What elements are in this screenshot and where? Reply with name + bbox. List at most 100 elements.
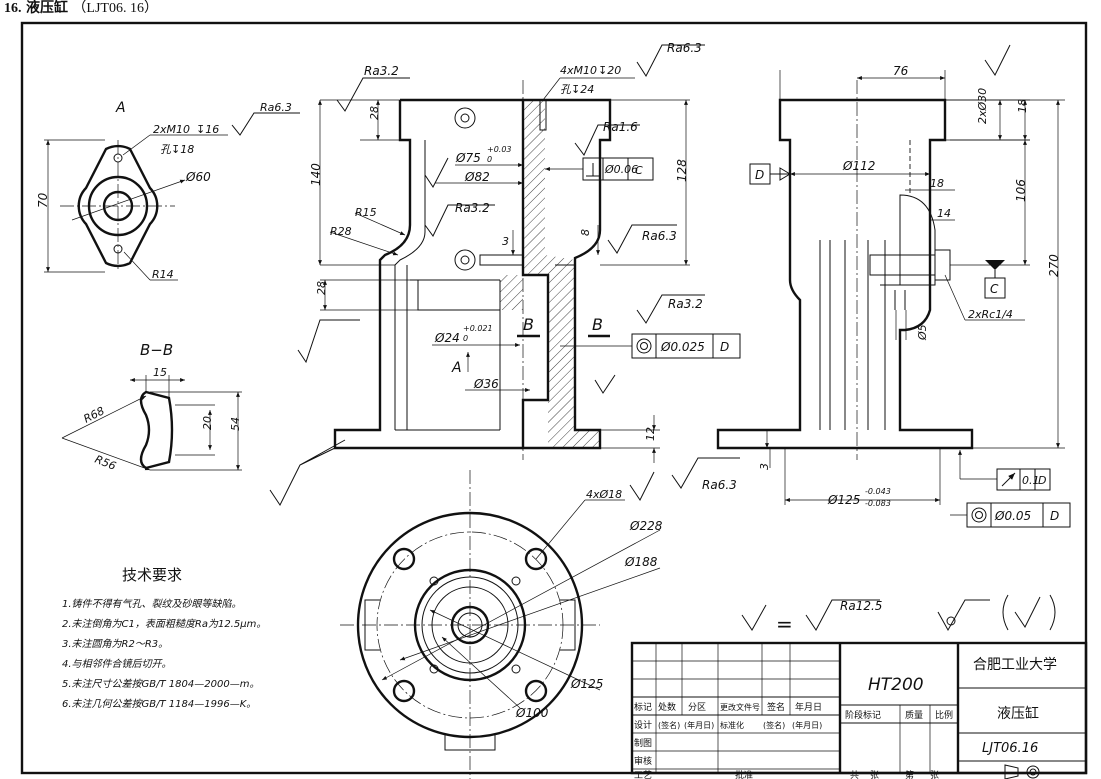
bolt-circle: [376, 531, 564, 719]
dim-8: 8: [579, 229, 592, 236]
section-hatch: [523, 100, 575, 430]
tb-rev-header: 标记: [634, 701, 652, 713]
base-outline: [356, 511, 584, 739]
runout-datum: D: [1038, 474, 1046, 487]
tb-rev-header: 签名: [767, 701, 785, 713]
tech-req-item: 3.未注圆角为R2～R3。: [62, 638, 168, 650]
roughness-symbol: [297, 319, 360, 364]
tb-check: 审核: [634, 755, 652, 767]
tech-req-item: 6.未注几何公差按GB/T 1184—1996—K。: [62, 698, 256, 710]
main-view: Ra3.2 4xM10 ↧20 孔↧24 Ra6.3 28 140 128 Ø7…: [269, 41, 741, 506]
dim-70: 70: [36, 192, 50, 208]
thread-a: 2xM10: [153, 123, 190, 136]
ra32-bot: Ra3.2: [668, 297, 703, 311]
ra63-mid: Ra6.3: [642, 229, 677, 243]
tech-req-title: 技术要求: [122, 566, 182, 584]
dim-d125-side: Ø125: [827, 493, 860, 507]
tb-design: (年月日): [792, 720, 822, 730]
port-channel: [479, 254, 524, 266]
dim-4x18: 4xØ18: [586, 488, 622, 501]
runout-frame: [996, 468, 1051, 491]
dim-2x30: 2xØ30: [976, 88, 989, 124]
tb-approve: 批准: [735, 769, 753, 779]
heading: 16. 液压缸 （LJT06. 16）: [4, 0, 158, 17]
part-name: 液压缸: [997, 705, 1039, 722]
side-view: 76 2xØ30 18 D Ø112 18 14 106 C 270 2xRc1…: [671, 44, 1071, 528]
tb-sheet: 张: [870, 770, 879, 779]
base-bolt-hole: [524, 679, 548, 703]
ra16: Ra1.6: [603, 120, 638, 134]
roughness-symbol: [671, 457, 740, 489]
roughness-symbol: [629, 471, 655, 501]
roughness-symbol: [424, 204, 495, 237]
dim-d100: Ø100: [515, 706, 549, 720]
dim-d60: Ø60: [185, 170, 211, 184]
ra32-mid: Ra3.2: [455, 201, 490, 215]
tb-design: (签名): [763, 720, 785, 730]
conc-value-side: Ø0.05: [994, 509, 1031, 523]
dim-d75: Ø75: [455, 151, 481, 165]
dim-128: 128: [675, 159, 689, 182]
d125-tol-low: -0.083: [865, 499, 891, 508]
tb-mass: 质量: [905, 709, 923, 721]
conc-datum-main: D: [720, 340, 729, 354]
d24-tol-low: 0: [463, 334, 468, 343]
roughness-symbol: [231, 112, 300, 136]
datum-c: C: [990, 282, 999, 296]
roughness-symbol: [424, 157, 449, 188]
bottom-view: 4xØ18 Ø228 Ø188 Ø125 Ø100: [340, 470, 663, 779]
hole-main: 孔↧24: [560, 83, 594, 96]
r56: R56: [93, 453, 118, 473]
dim-d5: Ø5: [916, 324, 929, 341]
roughness-symbol: [984, 44, 1011, 76]
dim-18-top: 18: [1016, 99, 1029, 113]
section-mark-b-left: B: [523, 315, 534, 334]
ra63-side: Ra6.3: [702, 478, 737, 492]
ra63-top: Ra6.3: [667, 41, 702, 55]
dim-3-side: 3: [758, 463, 771, 470]
dim-d112: Ø112: [842, 159, 875, 173]
port-top: [454, 107, 476, 129]
tb-draw: 制图: [634, 737, 652, 749]
tb-scale: 比例: [935, 709, 953, 721]
thread-a-depth: ↧16: [196, 123, 219, 136]
outer-contour-inner: [394, 140, 426, 430]
dim-76: 76: [893, 64, 909, 78]
ra32-top: Ra3.2: [364, 64, 399, 78]
d24-tol-up: +0.021: [463, 324, 493, 333]
title-block: HT200 合肥工业大学 液压缸 LJT06.16 标记 处数 分区 更改文件号…: [630, 641, 1088, 779]
section-bb-label: B−B: [140, 341, 173, 359]
dim-d24: Ø24: [434, 331, 460, 345]
dim-28-top: 28: [368, 106, 381, 120]
side-plug: [934, 249, 951, 281]
roughness-symbol: [574, 124, 640, 156]
thread-main: 4xM10: [560, 64, 597, 77]
roughness-symbol: [594, 374, 616, 394]
roughness-symbol: [636, 294, 705, 324]
section-contour: [521, 98, 612, 450]
perp-value: Ø0.06: [604, 163, 638, 176]
dim-20: 20: [201, 416, 214, 430]
heading-title: 液压缸: [25, 0, 68, 16]
r68: R68: [81, 404, 106, 425]
flange-outline: [77, 144, 159, 268]
dim-18-mid: 18: [930, 177, 944, 190]
dim-54: 54: [229, 417, 242, 431]
tb-rev-header: 处数: [658, 701, 676, 713]
thread-main-depth: ↧20: [598, 64, 621, 77]
tb-design: 标准化: [720, 720, 744, 730]
leader-thread: [122, 134, 151, 156]
school-name: 合肥工业大学: [973, 657, 1057, 673]
dim-14: 14: [937, 207, 951, 220]
datum-d: D: [755, 168, 764, 182]
section-mark-b-right: B: [592, 315, 603, 334]
view-arrow-a: A: [451, 360, 462, 376]
r14: R14: [152, 268, 174, 281]
dim-3-main: 3: [502, 235, 509, 248]
dim-12: 12: [644, 427, 657, 441]
dim-15: 15: [153, 366, 167, 379]
base-bolt-hole: [392, 679, 416, 703]
drawing-number: LJT06.16: [982, 741, 1038, 756]
runout-value: 0.1: [1022, 474, 1040, 487]
